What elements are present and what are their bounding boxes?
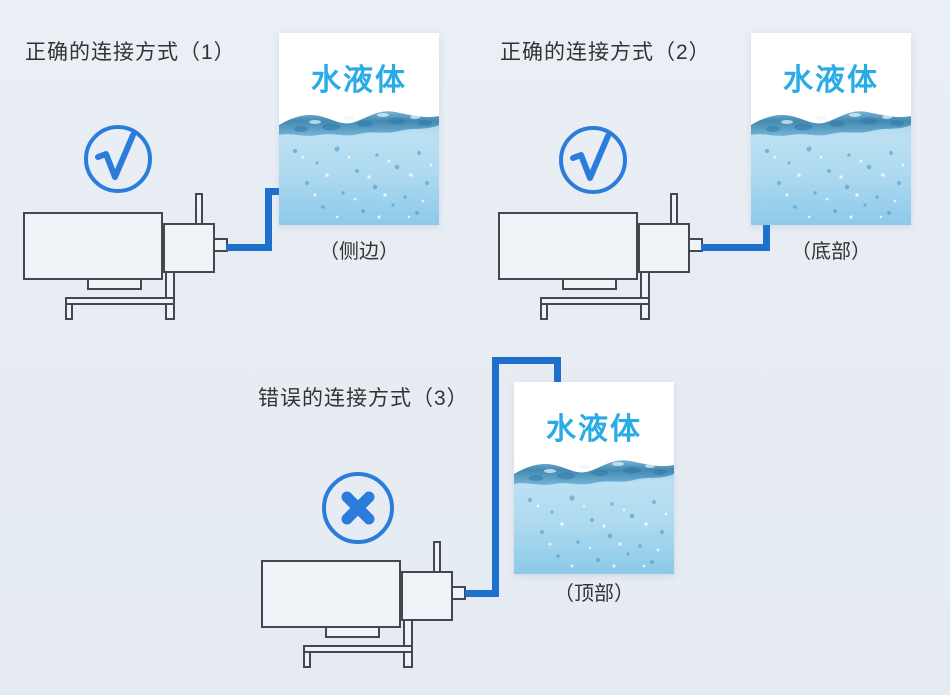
water-tank: 水液体 [514, 382, 674, 574]
water-graphic [514, 460, 674, 574]
check-icon [95, 132, 136, 180]
check-circle-icon [559, 126, 627, 194]
pump-head [401, 571, 453, 621]
pump-head [163, 223, 215, 273]
tank-water-label: 水液体 [311, 64, 407, 97]
check-icon [570, 133, 611, 181]
pump-outlet-nozzle [451, 586, 466, 600]
cross-circle-icon [322, 472, 394, 544]
pump-motor-body [261, 560, 401, 628]
diagram-2-title: 正确的连接方式（2） [500, 41, 711, 64]
connection-position-label: （顶部） [554, 583, 634, 605]
pump-stand-bar [65, 297, 175, 305]
pump-top-pipe [433, 541, 441, 575]
pipe-segment [554, 357, 561, 383]
pump-motor-body [23, 212, 163, 280]
pipe-segment [465, 590, 499, 597]
pipe-segment [763, 222, 770, 251]
pump-motor-body [498, 212, 638, 280]
pump-leg [403, 619, 413, 668]
diagram-1-title: 正确的连接方式（1） [25, 41, 236, 64]
check-circle-icon [84, 125, 152, 193]
tank-water-label: 水液体 [783, 64, 879, 97]
pipe-segment [265, 188, 280, 195]
pump-stand-bar [540, 297, 650, 305]
diagram-3-title: 错误的连接方式（3） [258, 387, 469, 410]
water-graphic [751, 111, 911, 225]
connection-position-label: （底部） [791, 241, 871, 263]
pipe-segment [492, 357, 499, 597]
pipe-segment [226, 244, 272, 251]
water-tank: 水液体 [751, 33, 911, 225]
pump-illustration [498, 193, 703, 320]
pipe-segment [265, 188, 272, 251]
water-tank: 水液体 [279, 33, 439, 225]
water-graphic [279, 111, 439, 225]
pump-leg [303, 651, 311, 668]
pump-head [638, 223, 690, 273]
connection-position-label: （侧边） [319, 241, 399, 263]
pump-illustration [23, 193, 228, 320]
pipe-segment [701, 244, 770, 251]
pump-illustration [261, 541, 466, 668]
pump-stand-bar [303, 645, 413, 653]
tank-water-label: 水液体 [546, 413, 642, 446]
cross-icon [341, 491, 375, 525]
pipe-segment [492, 357, 561, 364]
